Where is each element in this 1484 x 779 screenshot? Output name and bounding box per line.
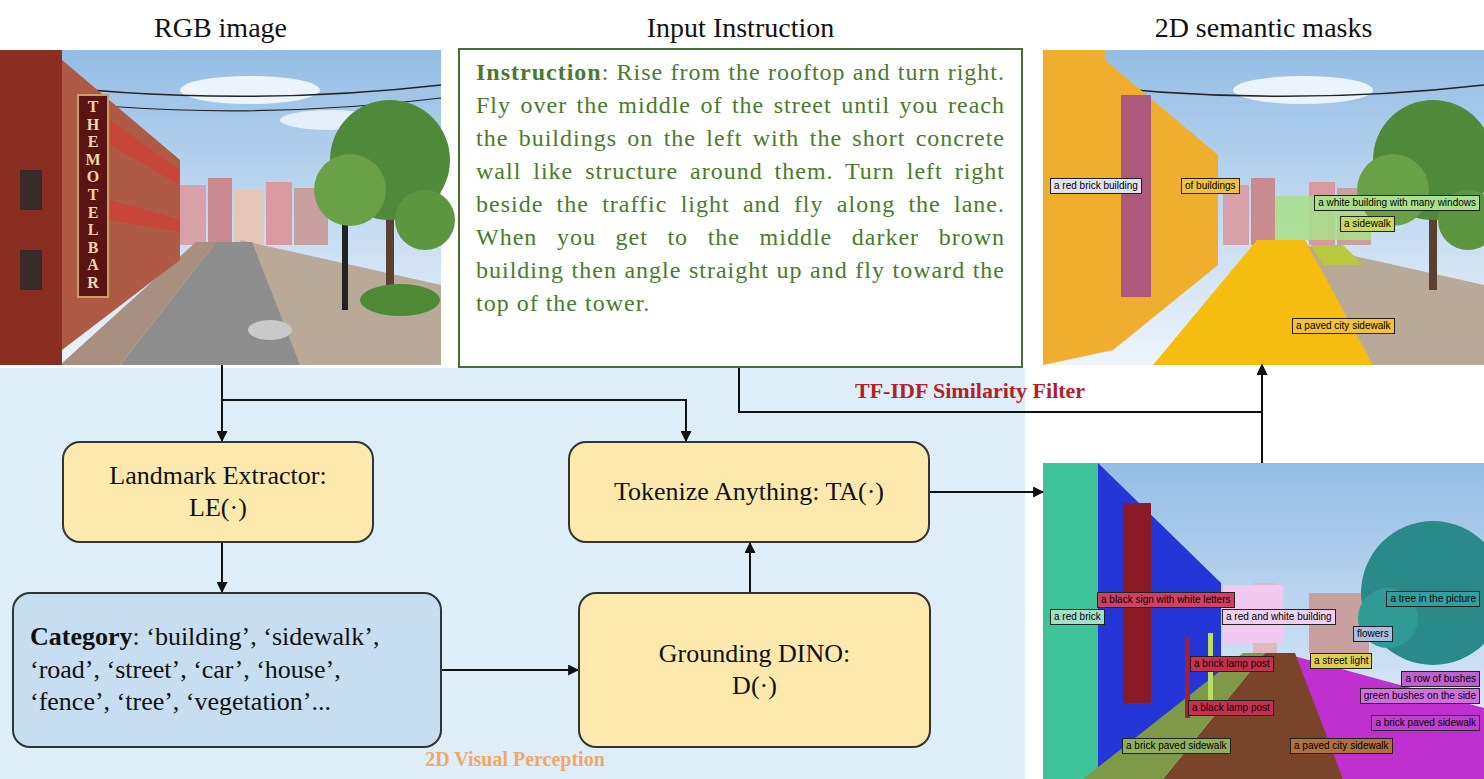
panel-heading: Input Instruction bbox=[458, 8, 1023, 48]
box-label: Category: ‘building’, ‘sidewalk’, ‘road’… bbox=[30, 621, 424, 719]
box-label-line: LE(·) bbox=[189, 493, 247, 522]
process-box: Tokenize Anything: TA(·) bbox=[568, 441, 930, 543]
connector bbox=[221, 543, 223, 592]
process-box: Landmark Extractor: LE(·) bbox=[62, 441, 374, 543]
mask-panel: a red bricka black sign with white lette… bbox=[1043, 463, 1484, 779]
mask-tag: flowers bbox=[1353, 626, 1393, 642]
mask-tag: a brick lamp post bbox=[1190, 656, 1274, 672]
instruction-keyword: Instruction bbox=[476, 59, 602, 85]
process-box: Grounding DINO: D(·) bbox=[578, 592, 931, 748]
mask-tag: a paved city sidewalk bbox=[1290, 738, 1393, 754]
mask-tag: a paved city sidewalk bbox=[1292, 318, 1395, 334]
instruction-text: Instruction: Rise from the rooftop and t… bbox=[458, 48, 1023, 368]
box-label-line: Landmark Extractor: bbox=[109, 461, 326, 490]
connector bbox=[222, 365, 686, 441]
mask-tag: a red brick building bbox=[1050, 178, 1142, 194]
box-label-line: Grounding DINO: bbox=[659, 639, 850, 668]
connector bbox=[442, 669, 578, 671]
mask-tag: a street light bbox=[1310, 653, 1372, 669]
box-keyword: Category bbox=[30, 622, 133, 651]
box-label: Tokenize Anything: TA(·) bbox=[614, 476, 884, 509]
sign-text: THE MOTEL BAR bbox=[85, 98, 101, 292]
connector bbox=[1261, 365, 1263, 463]
mask-tag: green bushes on the side bbox=[1360, 688, 1480, 704]
mask-tag: a black lamp post bbox=[1188, 700, 1274, 716]
region-label: 2D Visual Perception bbox=[370, 748, 660, 771]
mask-tag: a red brick bbox=[1050, 609, 1105, 625]
perception-region: 2D Visual Perception Landmark Extractor: … bbox=[0, 368, 1025, 779]
image-panel: RGB imageTHE MOTEL BAR bbox=[0, 8, 441, 365]
mask-tag: a sidewalk bbox=[1340, 216, 1395, 232]
connector bbox=[930, 491, 1043, 493]
perception-ground bbox=[0, 368, 1025, 779]
mask-tag: a brick paved sidewalk bbox=[1122, 738, 1231, 754]
connector bbox=[739, 365, 1262, 412]
mask-tag: of buildings bbox=[1181, 178, 1240, 194]
mask-tag: a row of bushes bbox=[1401, 671, 1480, 687]
rgb-photo bbox=[0, 50, 455, 365]
box-label: Landmark Extractor: LE(·) bbox=[109, 460, 326, 525]
mask-photo bbox=[1043, 463, 1484, 779]
panel-heading: RGB image bbox=[0, 8, 441, 48]
mask-tag: a red and white building bbox=[1222, 609, 1336, 625]
panel-heading: 2D semantic masks bbox=[1043, 8, 1484, 48]
instruction-panel: Input InstructionInstruction: Rise from … bbox=[458, 8, 1023, 368]
box-label-line: D(·) bbox=[732, 671, 777, 700]
mask-panel: 2D semantic masks a red brick building of … bbox=[1043, 8, 1484, 365]
category-box: Category: ‘building’, ‘sidewalk’, ‘road’… bbox=[12, 592, 442, 748]
edge-label: TF-IDF Similarity Filter bbox=[855, 378, 1085, 404]
mask-tag: a brick paved sidewalk bbox=[1371, 715, 1480, 731]
mask-photo bbox=[1043, 50, 1484, 365]
mask-tag: a black sign with white letters bbox=[1097, 592, 1235, 608]
connector bbox=[749, 543, 751, 592]
mask-tag: a white building with many windows bbox=[1314, 195, 1480, 211]
box-label: Grounding DINO: D(·) bbox=[659, 638, 850, 703]
mask-tag: a tree in the picture bbox=[1386, 591, 1480, 607]
